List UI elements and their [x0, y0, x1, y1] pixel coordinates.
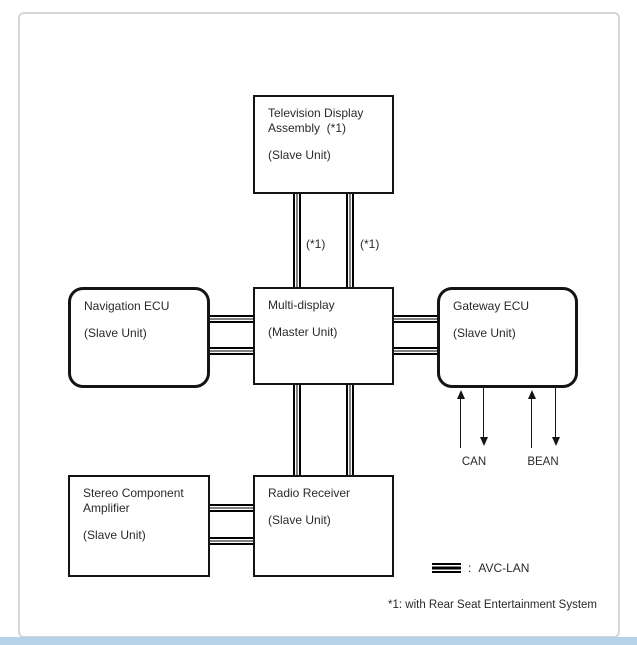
- arrow-stem: [482, 388, 485, 437]
- node-stereo-component-amplifier: Stereo Component Amplifier (Slave Unit): [68, 475, 210, 577]
- bean-up-arrow: [527, 390, 536, 448]
- can-down-arrow: [479, 388, 488, 446]
- connector-label-left: (*1): [306, 237, 326, 251]
- node-title: Gateway ECU: [453, 299, 530, 313]
- bean-down-arrow: [551, 388, 560, 446]
- can-label: CAN: [461, 456, 487, 468]
- node-role: (Slave Unit): [268, 513, 331, 527]
- bottom-accent-bar: [0, 637, 637, 645]
- avc-lan-connector-tv-multi-right: [346, 193, 354, 289]
- node-title: Stereo Component: [83, 486, 184, 500]
- node-role: (Master Unit): [268, 325, 338, 339]
- node-role: (Slave Unit): [84, 326, 147, 340]
- avc-lan-connector-multi-radio-left: [293, 383, 301, 477]
- node-multi-display: Multi-display (Master Unit): [253, 287, 394, 385]
- legend-label: AVC-LAN: [478, 561, 530, 575]
- avc-lan-connector-stereo-radio-upper: [208, 504, 255, 512]
- avc-lan-connector-nav-multi-upper: [208, 315, 255, 323]
- arrow-stem: [530, 399, 533, 448]
- node-title: Television Display: [268, 106, 364, 120]
- bean-label: BEAN: [527, 456, 559, 468]
- node-title: Radio Receiver: [268, 486, 351, 500]
- avc-lan-connector-multi-gateway-upper: [392, 315, 439, 323]
- arrow-stem: [554, 388, 557, 437]
- arrowhead-up-icon: [527, 390, 536, 399]
- avc-lan-connector-multi-radio-right: [346, 383, 354, 477]
- arrowhead-down-icon: [479, 437, 488, 446]
- node-role: (Slave Unit): [83, 528, 146, 542]
- node-title: Multi-display: [268, 298, 335, 312]
- avc-lan-connector-multi-gateway-lower: [392, 347, 439, 355]
- arrowhead-up-icon: [456, 390, 465, 399]
- arrowhead-down-icon: [551, 437, 560, 446]
- avc-lan-connector-tv-multi-left: [293, 193, 301, 289]
- node-title-line2: Amplifier: [83, 501, 130, 515]
- node-title: Navigation ECU: [84, 299, 170, 313]
- node-title-line2: Assembly (*1): [268, 121, 347, 135]
- can-up-arrow: [456, 390, 465, 448]
- node-role: (Slave Unit): [453, 326, 516, 340]
- arrow-stem: [459, 399, 462, 448]
- legend-separator: :: [468, 561, 472, 575]
- node-navigation-ecu: Navigation ECU (Slave Unit): [68, 287, 210, 388]
- connector-label-right: (*1): [360, 237, 380, 251]
- node-radio-receiver: Radio Receiver (Slave Unit): [253, 475, 394, 577]
- node-gateway-ecu: Gateway ECU (Slave Unit): [437, 287, 578, 388]
- avc-lan-line-icon: [432, 563, 461, 573]
- avc-lan-connector-stereo-radio-lower: [208, 537, 255, 545]
- avc-lan-connector-nav-multi-lower: [208, 347, 255, 355]
- node-role: (Slave Unit): [268, 148, 331, 162]
- legend: : AVC-LAN: [432, 561, 529, 575]
- footnote: *1: with Rear Seat Entertainment System: [388, 599, 598, 611]
- node-television-display-assembly: Television Display Assembly (*1) (Slave …: [253, 95, 394, 194]
